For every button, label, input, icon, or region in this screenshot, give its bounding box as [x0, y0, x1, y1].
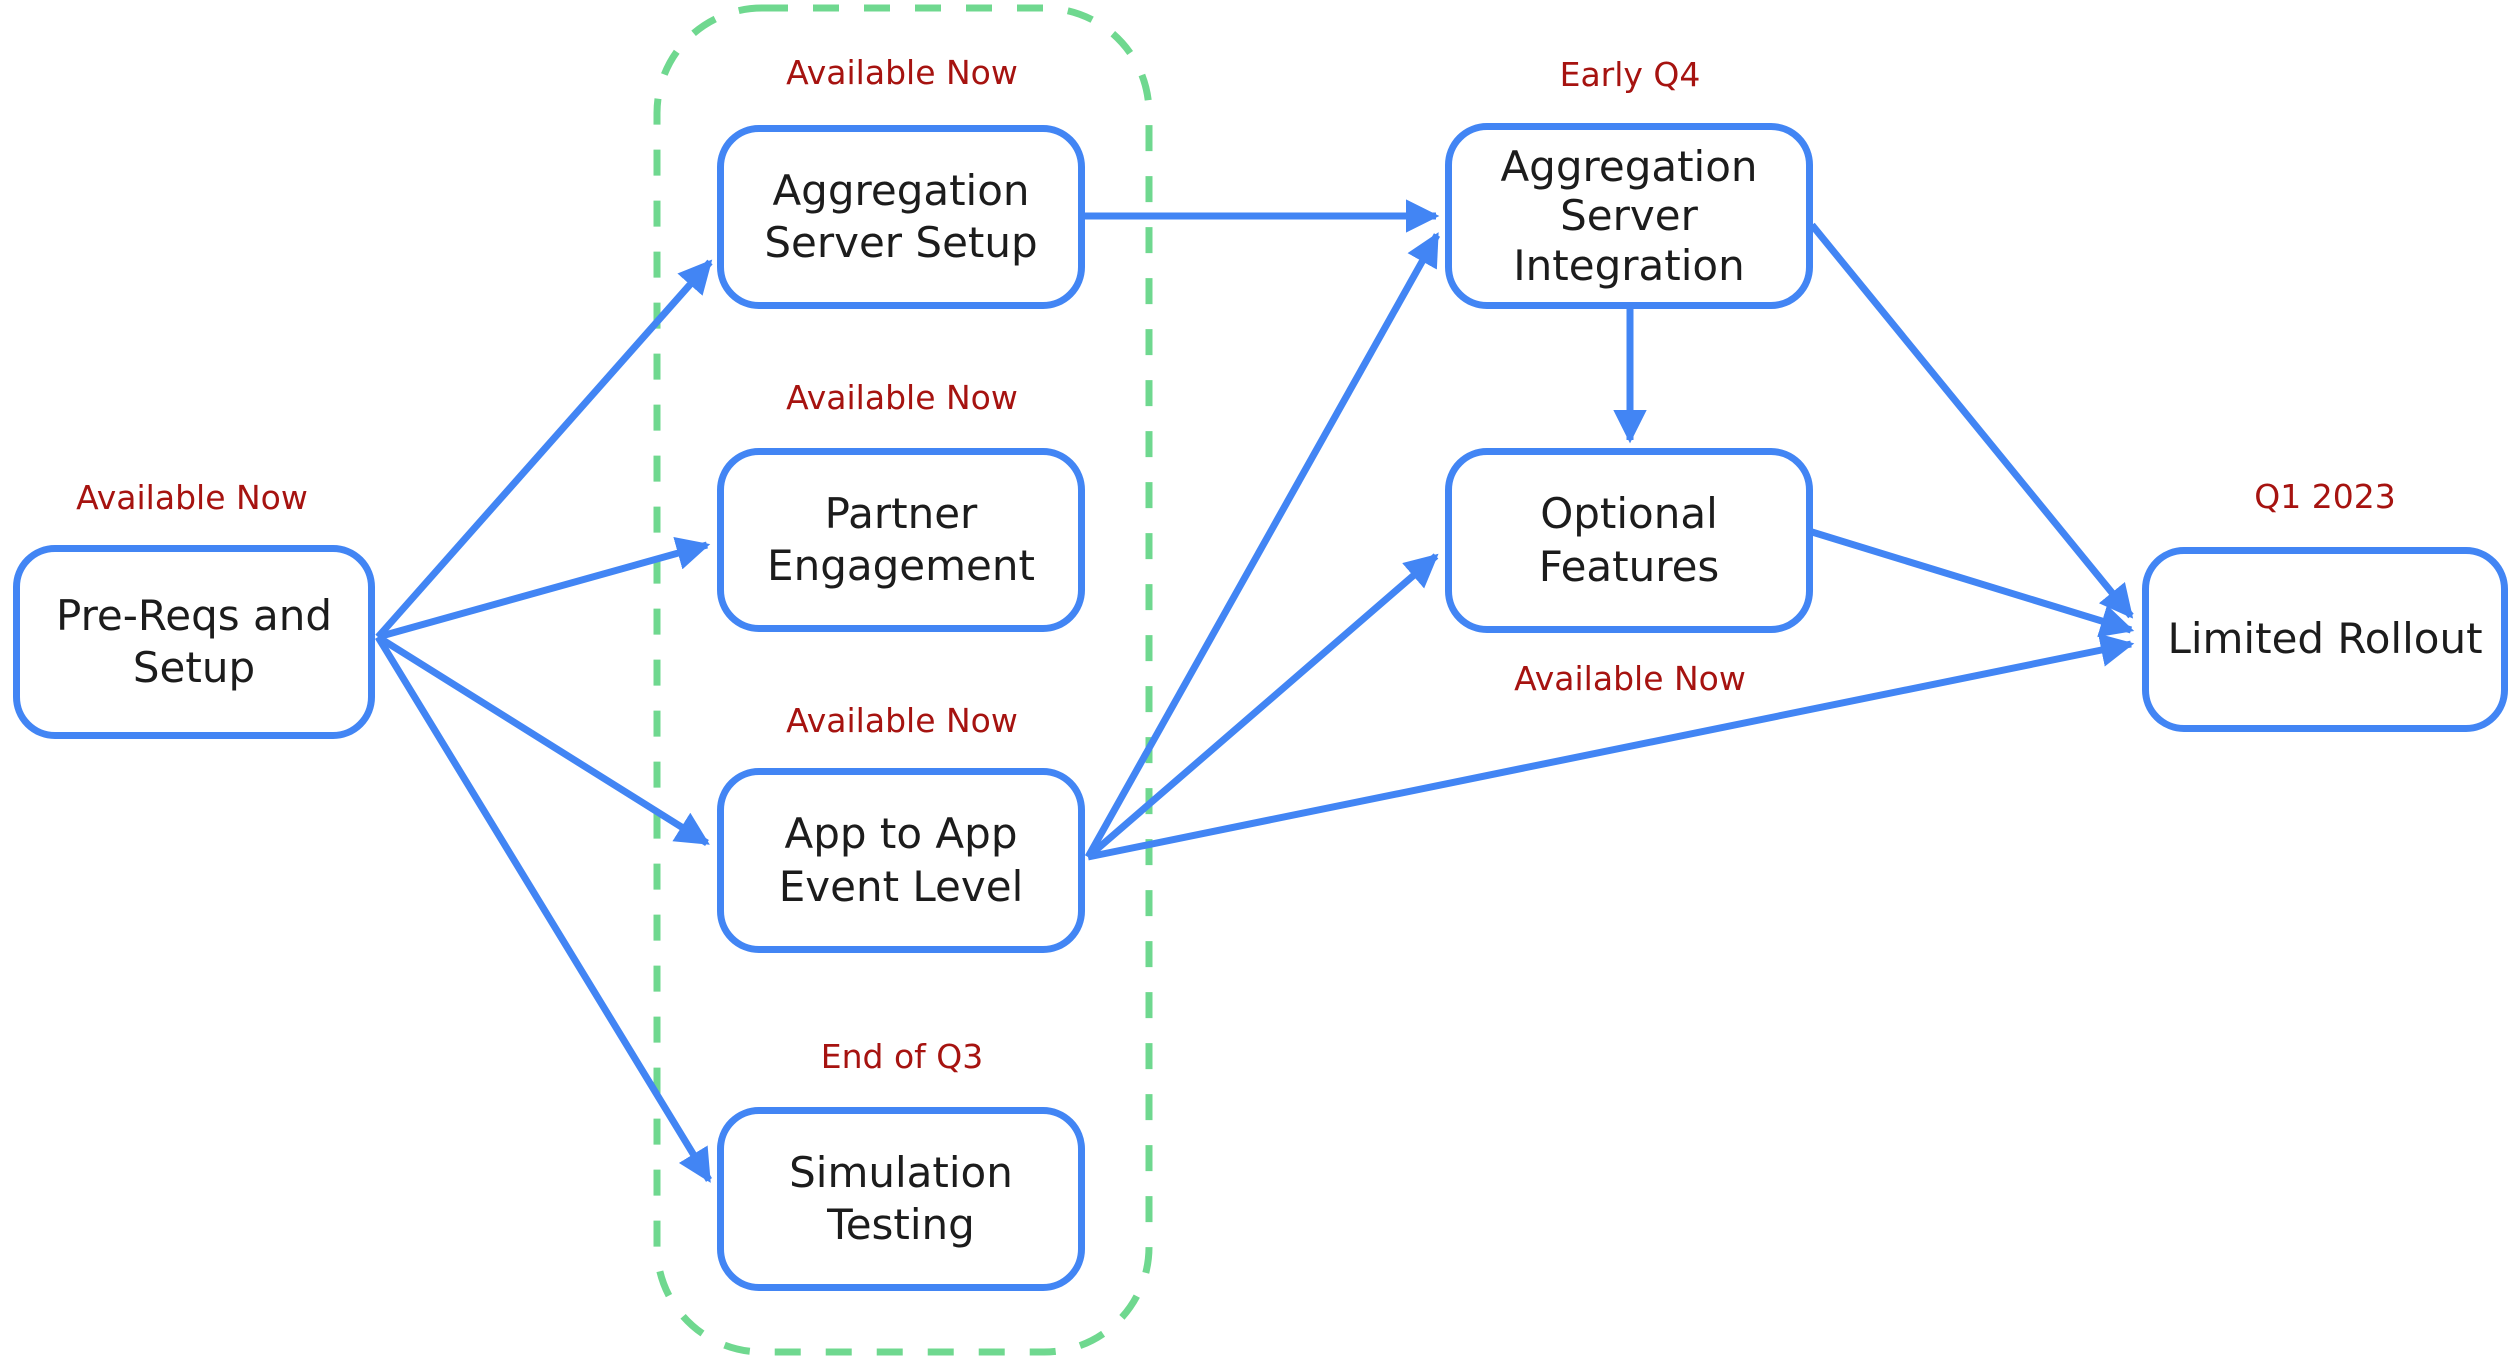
edge-aggregation-server-integration-to-limited-rollout [1809, 222, 2134, 619]
group-available-now-outline [653, 4, 1153, 1356]
node-app-to-app-event-level: App to App Event Level [717, 768, 1085, 953]
node-partner-engagement-label: Partner Engagement [767, 488, 1035, 590]
edge-pre-reqs-to-aggregation-server-setup [375, 259, 713, 640]
status-label-app-to-app-event-level: Available Now [786, 701, 1018, 740]
status-label-aggregation-server-integration: Early Q4 [1559, 55, 1701, 94]
node-aggregation-server-setup-label: Aggregation Server Setup [764, 165, 1038, 267]
node-partner-engagement: Partner Engagement [717, 448, 1085, 632]
edge-app-to-app-event-level-to-optional-features [1085, 553, 1439, 860]
status-label-simulation-testing: End of Q3 [820, 1037, 984, 1076]
status-label-pre-reqs: Available Now [76, 478, 308, 517]
node-limited-rollout: Limited Rollout [2142, 547, 2508, 732]
edge-pre-reqs-to-partner-engagement [377, 536, 711, 641]
edge-pre-reqs-to-app-to-app-event-level [376, 634, 710, 846]
node-optional-features: Optional Features [1445, 448, 1813, 633]
edge-app-to-app-event-level-to-limited-rollout [1087, 633, 2135, 861]
status-label-aggregation-server-setup: Available Now [786, 53, 1018, 92]
edge-optional-features-to-limited-rollout [1810, 528, 2135, 638]
node-app-to-app-event-level-label: App to App Event Level [778, 809, 1024, 911]
node-pre-reqs-and-setup-label: Pre-Reqs and Setup [56, 590, 332, 692]
status-label-limited-rollout: Q1 2023 [2254, 477, 2396, 516]
edge-app-to-app-event-level-to-aggregation-server-integration [1084, 232, 1441, 859]
edge-pre-reqs-to-simulation-testing [375, 635, 712, 1183]
node-simulation-testing-label: Simulation Testing [789, 1147, 1013, 1249]
node-optional-features-label: Optional Features [1538, 489, 1720, 591]
node-limited-rollout-label: Limited Rollout [2167, 614, 2483, 664]
status-label-optional-features: Available Now [1514, 659, 1746, 698]
node-aggregation-server-integration: Aggregation Server Integration [1445, 123, 1813, 309]
node-pre-reqs-and-setup: Pre-Reqs and Setup [13, 545, 375, 739]
node-simulation-testing: Simulation Testing [717, 1107, 1085, 1291]
node-aggregation-server-integration-label: Aggregation Server Integration [1500, 141, 1758, 290]
status-label-partner-engagement: Available Now [786, 378, 1018, 417]
node-aggregation-server-setup: Aggregation Server Setup [717, 125, 1085, 309]
